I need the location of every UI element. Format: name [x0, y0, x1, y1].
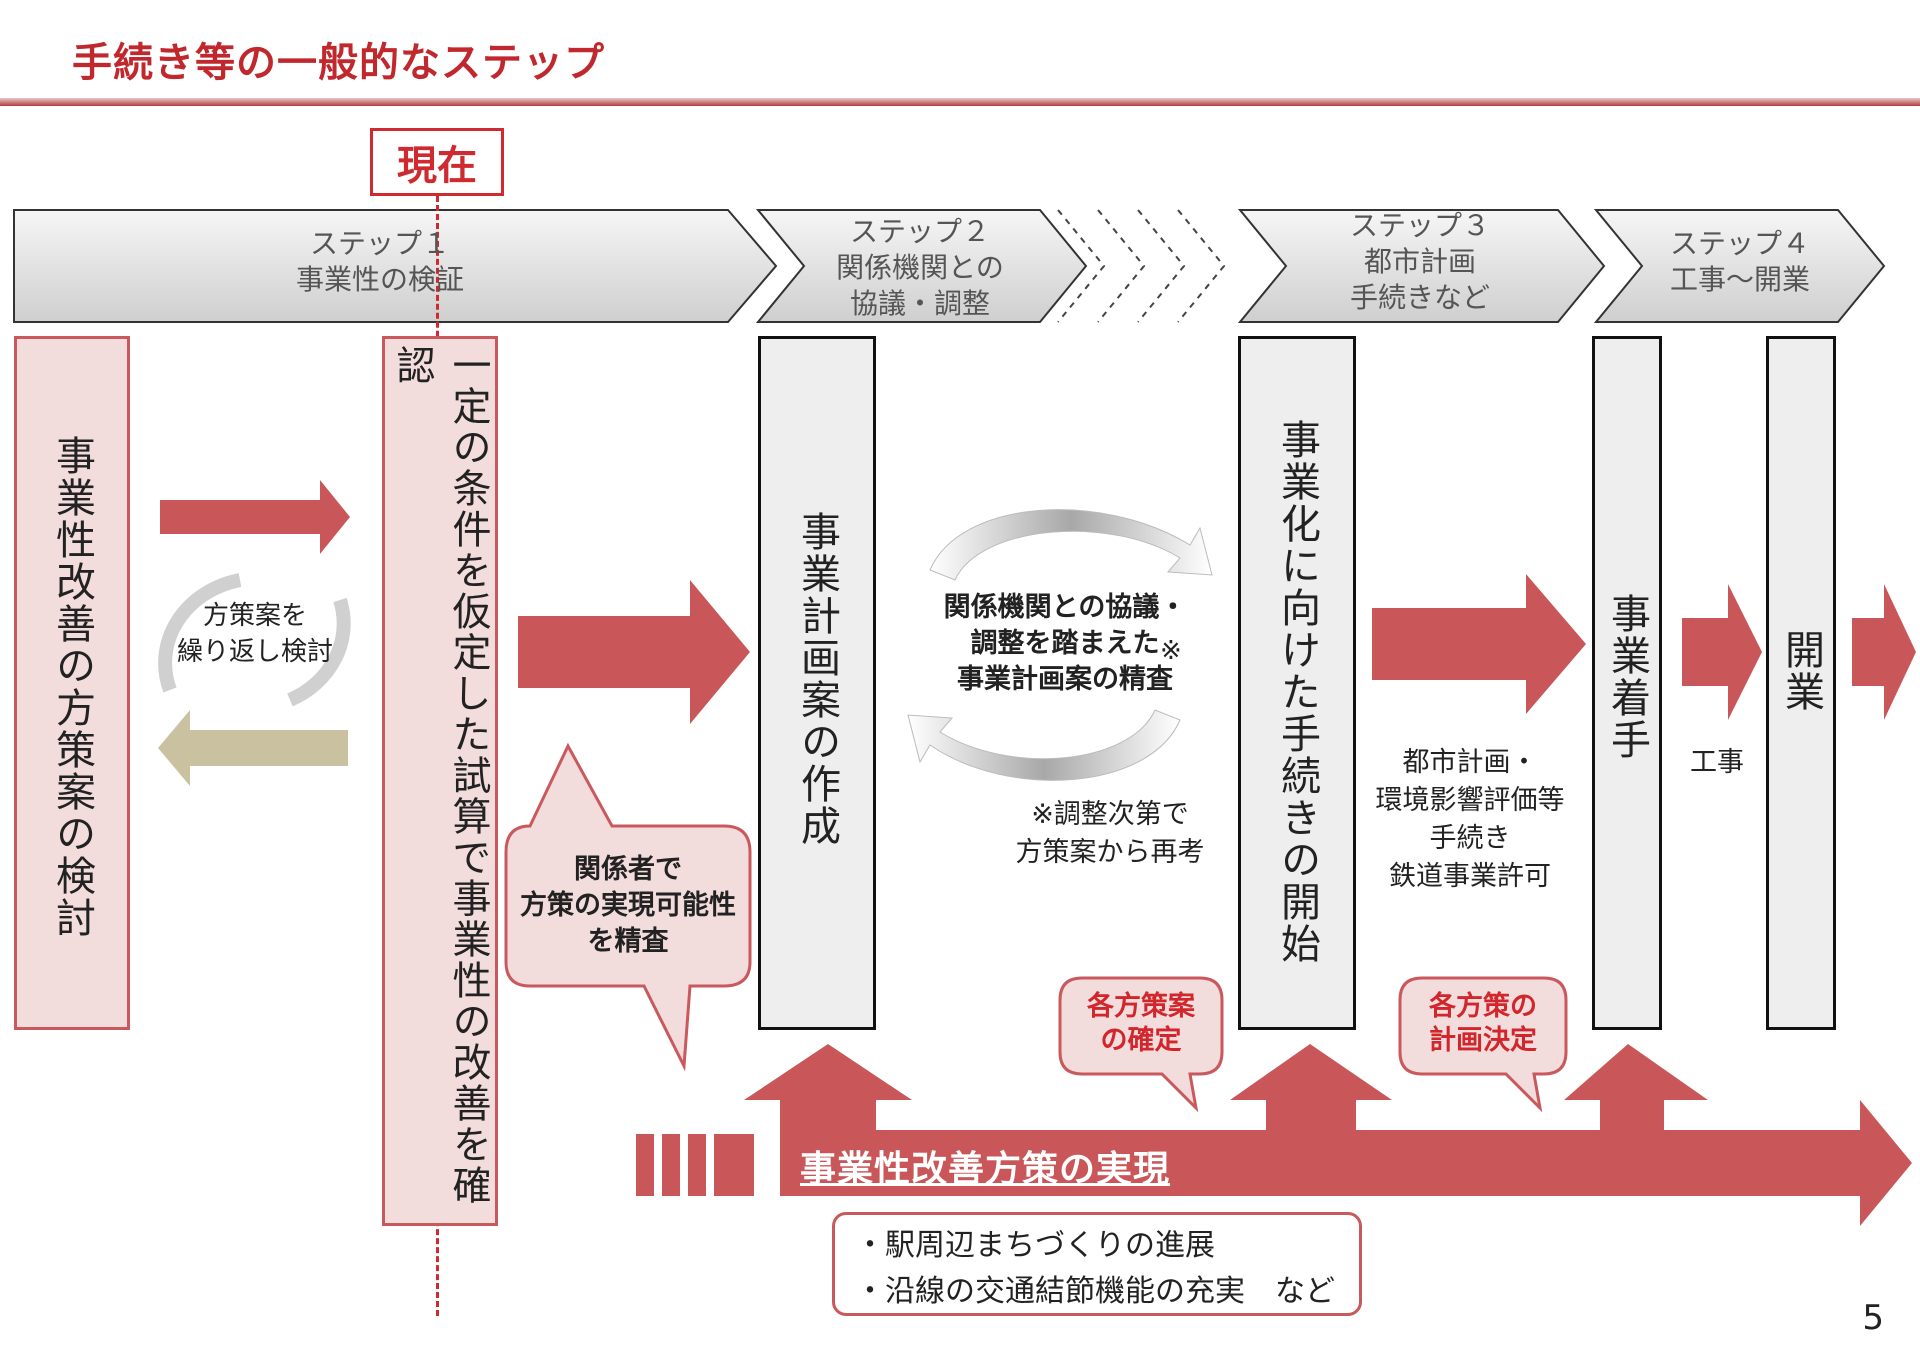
- refine-mark: ※: [1160, 636, 1182, 666]
- procedure-note-line2: 環境影響評価等: [1375, 785, 1565, 816]
- back-arrow: [158, 710, 348, 786]
- step4-name: ステップ４: [1669, 227, 1810, 260]
- stakeholder-bubble-shape: [504, 742, 752, 1072]
- procedure-note-line1: 都市計画・: [1402, 747, 1538, 778]
- decide-bubble: 各方策の 計画決定: [1400, 990, 1566, 1058]
- procedure-note: 都市計画・ 環境影響評価等 手続き 鉄道事業許可: [1360, 744, 1580, 896]
- adjust-note-line2: 方策案から再考: [1015, 837, 1205, 868]
- adjust-note-line1: ※調整次第で: [1031, 799, 1189, 830]
- forward-arrow: [160, 480, 350, 554]
- step2-name: ステップ２: [849, 215, 990, 248]
- refine-line1: 関係機関との協議・: [943, 592, 1187, 623]
- stakeholder-line3: を精査: [587, 926, 669, 957]
- review-box: 事業性改善の方策案の検討: [14, 336, 130, 1030]
- stakeholder-line2: 方策の実現可能性: [520, 890, 736, 921]
- step3-desc: 都市計画: [1363, 245, 1476, 278]
- stakeholder-bubble: 関係者で 方策の実現可能性 を精査: [506, 852, 750, 960]
- confirm-line1: 各方策案: [1087, 991, 1195, 1022]
- plan-text: 事業計画案の作成: [794, 511, 840, 847]
- outcome-list: ・駅周辺まちづくりの進展 ・沿線の交通結節機能の充実 など: [832, 1212, 1362, 1316]
- construction-label: 工事: [1690, 747, 1744, 778]
- cycle-icon: [158, 573, 351, 707]
- page-title: 手続き等の一般的なステップ: [72, 40, 605, 86]
- step4-label: ステップ４ 工事～開業: [1640, 226, 1840, 298]
- procedure-note-line3: 手続き: [1429, 823, 1511, 854]
- start-box: 事業着手: [1592, 336, 1662, 1030]
- start-to-open-arrow: [1682, 584, 1762, 720]
- realization-arrow: [636, 1044, 1912, 1226]
- step3-name: ステップ３: [1349, 209, 1490, 242]
- step2-label: ステップ２ 関係機関との 協議・調整: [800, 214, 1040, 322]
- cycle-label-line1: 方策案を: [202, 601, 307, 631]
- stakeholder-line1: 関係者で: [574, 854, 682, 885]
- outcome-item: ・駅周辺まちづくりの進展: [855, 1228, 1215, 1263]
- confirm-line2: の確定: [1100, 1025, 1182, 1056]
- trial-text: 一定の条件を仮定した試算で事業性の改善を確認: [390, 345, 491, 1206]
- decide-line1: 各方策の: [1429, 991, 1537, 1022]
- title-rule: [0, 98, 1920, 106]
- after-open-arrow: [1852, 584, 1916, 720]
- step2-desc: 関係機関との: [836, 251, 1004, 284]
- procedure-text: 事業化に向けた手続きの開始: [1274, 419, 1320, 965]
- step3-desc2: 手続きなど: [1349, 281, 1490, 314]
- procedure-to-start-arrow: [1372, 574, 1586, 714]
- procedure-note-line4: 鉄道事業許可: [1389, 861, 1551, 892]
- trial-box: 一定の条件を仮定した試算で事業性の改善を確認: [382, 336, 498, 1226]
- page-number: 5: [1862, 1298, 1884, 1338]
- open-box: 開業: [1766, 336, 1836, 1030]
- step4-desc: 工事～開業: [1669, 263, 1810, 296]
- cycle-label: 方策案を 繰り返し検討: [160, 598, 350, 670]
- step1-label: ステップ１ 事業性の検証: [200, 226, 560, 298]
- plan-box: 事業計画案の作成: [758, 336, 876, 1030]
- refine-line2: 調整を踏まえた: [970, 628, 1160, 659]
- adjust-note: ※調整次第で 方策案から再考: [990, 796, 1230, 872]
- now-marker: 現在: [370, 128, 504, 196]
- refine-label: 関係機関との協議・ 調整を踏まえた 事業計画案の精査: [900, 590, 1230, 698]
- confirm-bubble-shape: [1058, 976, 1224, 1113]
- step1-chevron: [13, 209, 778, 323]
- step2-chevron: [755, 209, 1088, 323]
- step-gap-dashed-chevrons: [1057, 209, 1226, 323]
- start-text: 事業着手: [1604, 593, 1650, 761]
- trial-to-plan-arrow: [518, 580, 750, 724]
- swirl-arrows-icon: [907, 509, 1213, 781]
- step3-label: ステップ３ 都市計画 手続きなど: [1290, 208, 1550, 316]
- step4-chevron: [1593, 209, 1886, 323]
- review-text: 事業性改善の方策案の検討: [49, 435, 95, 939]
- step3-chevron: [1237, 209, 1606, 323]
- realization-label: 事業性改善方策の実現: [800, 1149, 1171, 1190]
- refine-line3: 事業計画案の精査: [957, 664, 1173, 695]
- outcome-item: ・沿線の交通結節機能の充実 など: [855, 1274, 1335, 1309]
- decide-bubble-shape: [1398, 976, 1568, 1113]
- procedure-box: 事業化に向けた手続きの開始: [1238, 336, 1356, 1030]
- decide-line2: 計画決定: [1429, 1025, 1537, 1056]
- confirm-bubble: 各方策案 の確定: [1060, 990, 1222, 1058]
- cycle-label-line2: 繰り返し検討: [176, 637, 333, 667]
- open-text: 開業: [1778, 629, 1824, 713]
- step2-desc2: 協議・調整: [849, 287, 990, 320]
- step1-desc: 事業性の検証: [295, 263, 464, 296]
- step1-name: ステップ１: [309, 227, 450, 260]
